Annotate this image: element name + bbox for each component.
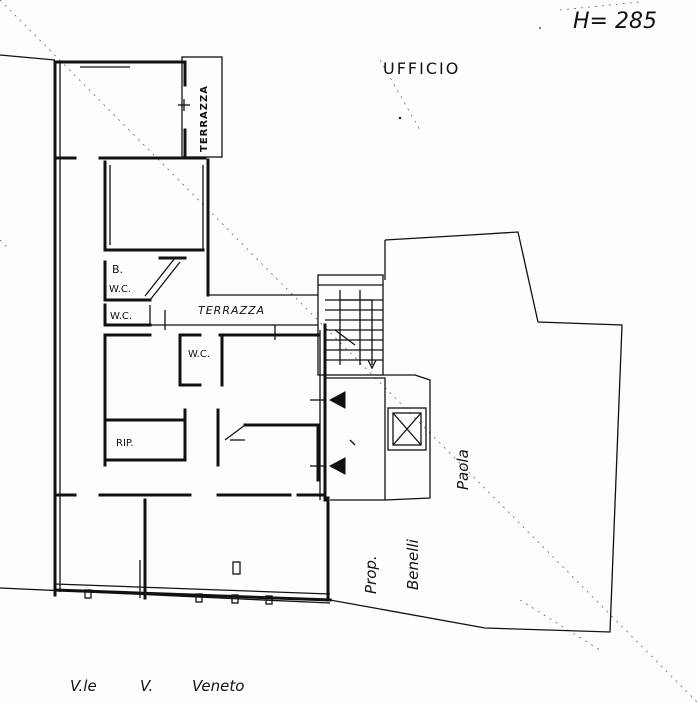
scan-dot (539, 27, 541, 29)
room-label-bath: B. (112, 263, 123, 276)
room-label-terrace-top: TERRAZZA (199, 85, 210, 152)
floor-use-label: UFFICIO (383, 59, 460, 78)
neighbor-property (329, 231, 623, 633)
sheet-number: H= 285 (573, 9, 657, 34)
street-label-part-3: Veneto (192, 677, 244, 695)
landing (310, 377, 386, 501)
room-label-storage: RIP. (116, 438, 134, 449)
street-label-part-1: V.le (70, 677, 97, 695)
stairwell (317, 274, 384, 376)
interior-walls (103, 160, 320, 600)
room-label-wc-3: W.C. (188, 349, 210, 360)
office-outer-walls (53, 60, 332, 602)
room-label-terrace-mid: TERRAZZA (198, 304, 265, 317)
street-label-part-2: V. (140, 677, 153, 695)
elevator-shaft (387, 407, 427, 451)
scan-dot (398, 116, 402, 120)
facade-piers (84, 589, 273, 605)
neighbor-owner-surname: Benelli (404, 538, 422, 590)
neighbor-owner-prefix: Prop. (362, 555, 380, 594)
room-label-wc-1: W.C. (109, 284, 131, 295)
neighbor-owner-name: Paola (454, 449, 472, 490)
terrace-top (178, 56, 223, 158)
room-label-wc-2: W.C. (110, 311, 132, 322)
